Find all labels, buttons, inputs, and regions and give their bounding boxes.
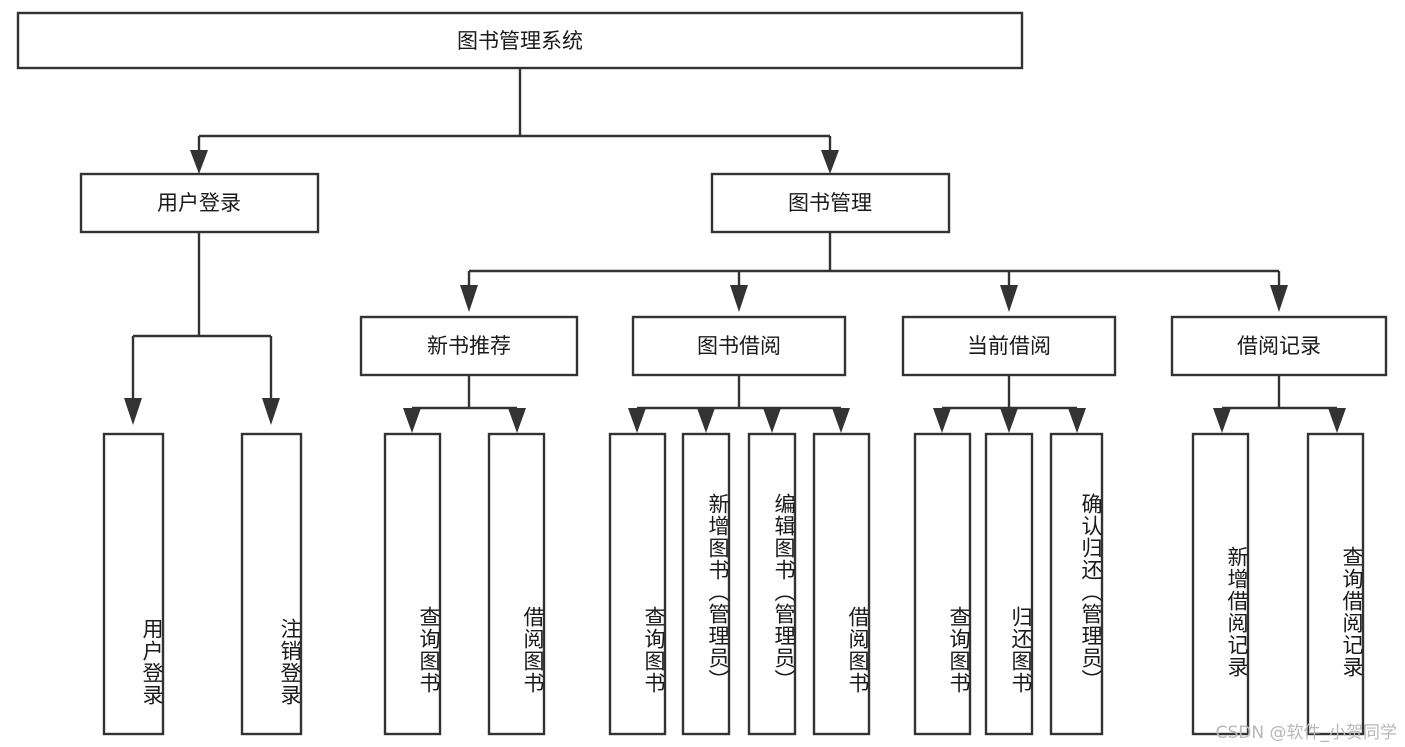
arrow-brw-leaf-3 (763, 408, 781, 433)
node-book-borrow-box[interactable] (631, 315, 847, 377)
leaf-box-borrow-4[interactable] (812, 432, 871, 736)
leaf-box-user-login-1[interactable] (102, 432, 165, 736)
connector-group-current-borrow (933, 375, 1086, 433)
node-book-borrow[interactable]: 图书借阅 (631, 315, 847, 377)
connector-group-root (190, 68, 839, 174)
leaf-box-recommend-1[interactable] (383, 432, 442, 736)
connector-group-new-recommend (403, 375, 526, 433)
node-borrow-records[interactable]: 借阅记录 (1170, 315, 1388, 377)
arrow-root-to-user-login (190, 150, 208, 174)
arrow-rec2-leaf-1 (1213, 408, 1231, 433)
arrow-root-to-book-mgmt (821, 150, 839, 174)
connector-group-borrow-records (1213, 375, 1346, 433)
node-book-borrow-label: 图书借阅 (697, 334, 781, 358)
node-book-management-box[interactable] (710, 172, 951, 234)
node-borrow-records-label: 借阅记录 (1237, 334, 1321, 358)
node-new-book-recommend[interactable]: 新书推荐 (359, 315, 579, 377)
leaf-box-borrow-1[interactable] (608, 432, 667, 736)
arrow-book-to-records (1270, 285, 1288, 312)
node-user-login-box[interactable] (79, 172, 320, 234)
leaf-box-borrow-3[interactable] (747, 432, 797, 736)
node-book-management[interactable]: 图书管理 (710, 172, 951, 234)
leaf-box-borrow-2[interactable] (681, 432, 731, 736)
arrow-rec-leaf-1 (403, 408, 421, 433)
leaf-box-current-1[interactable] (913, 432, 972, 736)
node-current-borrow-label: 当前借阅 (967, 334, 1051, 358)
arrow-cur-leaf-1 (933, 408, 951, 433)
node-user-login[interactable]: 用户登录 (79, 172, 320, 234)
connector-group-book-mgmt (460, 232, 1288, 312)
arrow-rec2-leaf-2 (1328, 408, 1346, 433)
node-root-label: 图书管理系统 (457, 29, 583, 53)
arrow-book-to-borrow (730, 285, 748, 312)
arrow-brw-leaf-2 (697, 408, 715, 433)
node-book-management-label: 图书管理 (788, 191, 872, 215)
leaf-box-current-3[interactable] (1049, 432, 1104, 736)
arrow-user-leaf-1 (124, 398, 142, 425)
arrow-brw-leaf-4 (832, 408, 850, 433)
node-user-login-label: 用户登录 (157, 191, 241, 215)
arrow-book-to-new-recommend (460, 285, 478, 312)
connector-group-book-borrow (628, 375, 850, 433)
node-new-book-recommend-box[interactable] (359, 315, 579, 377)
leaf-box-user-login-2[interactable] (240, 432, 303, 736)
leaf-box-current-2[interactable] (984, 432, 1034, 736)
arrow-cur-leaf-3 (1068, 408, 1086, 433)
node-root-box[interactable] (16, 11, 1024, 70)
arrow-cur-leaf-2 (1000, 408, 1018, 433)
leaf-box-records-1[interactable] (1191, 432, 1250, 736)
arrow-book-to-current (1000, 285, 1018, 312)
leaf-box-recommend-2[interactable] (487, 432, 546, 736)
node-borrow-records-box[interactable] (1170, 315, 1388, 377)
node-root[interactable]: 图书管理系统 (16, 11, 1024, 70)
connector-group-user-login (124, 232, 280, 425)
node-current-borrow[interactable]: 当前借阅 (901, 315, 1117, 377)
arrow-user-leaf-2 (262, 398, 280, 425)
node-new-book-recommend-label: 新书推荐 (427, 334, 511, 358)
arrow-rec-leaf-2 (508, 408, 526, 433)
leaf-box-records-2[interactable] (1306, 432, 1365, 736)
arrow-brw-leaf-1 (628, 408, 646, 433)
node-current-borrow-box[interactable] (901, 315, 1117, 377)
